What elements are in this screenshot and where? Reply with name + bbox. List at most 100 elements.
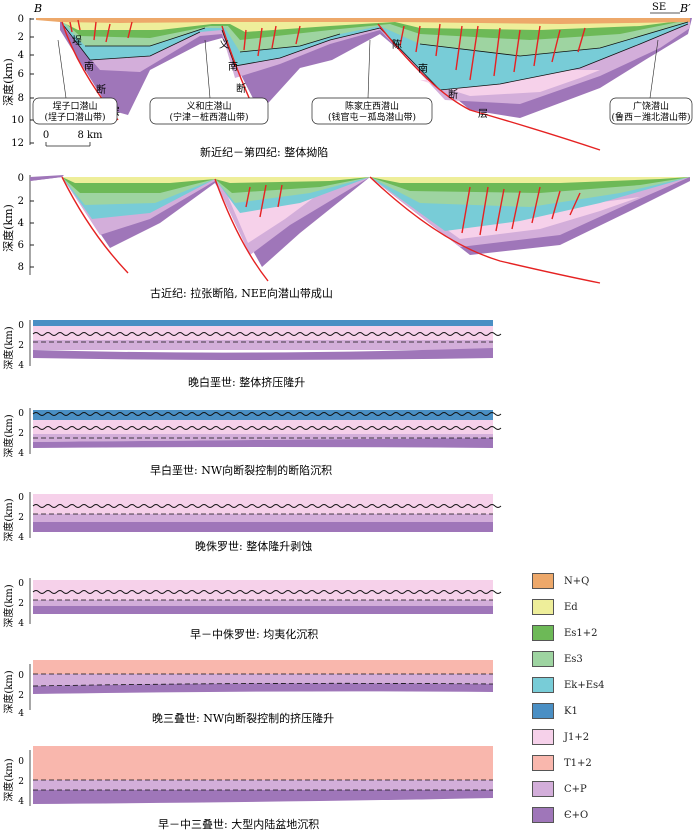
svg-text:义和庄潜山: 义和庄潜山 <box>186 100 231 112</box>
tick-label: 10 <box>11 115 24 126</box>
tick-label: 12 <box>11 138 24 149</box>
fault-label-char: 义 <box>219 39 229 51</box>
layer-neogene-quaternary <box>36 18 690 24</box>
legend-swatch <box>532 677 554 693</box>
svg-text:(鲁西－潍北潜山带): (鲁西－潍北潜山带) <box>611 111 690 123</box>
legend-swatch <box>532 703 554 719</box>
legend-item: K1 <box>532 700 578 722</box>
section-late-cretaceous: 深度(km) 0 2 4 晚白垩世: 整体挤压隆升 <box>2 320 502 389</box>
tick-label: 4 <box>18 449 24 459</box>
unconformity <box>32 332 502 336</box>
legend-item: Es3 <box>532 648 583 670</box>
depth-axis: 深度(km) 0 2 4 <box>2 408 31 459</box>
buried-hill-label-1: 埕子口潜山 (埕子口潜山带) <box>32 39 118 125</box>
tick-label: 2 <box>18 341 24 351</box>
tick-label: 4 <box>18 218 24 229</box>
layer-co <box>33 683 493 694</box>
tick-label: 2 <box>18 599 24 609</box>
unconformity <box>32 590 502 594</box>
depth-axis-title: 深度(km) <box>2 414 15 457</box>
layer-co <box>33 438 493 448</box>
depth-axis-title: 深度(km) <box>2 498 15 541</box>
fault-lines <box>61 176 601 284</box>
panel-caption: 晚白垩世: 整体挤压隆升 <box>188 375 305 389</box>
panel-caption: 早－中三叠世: 大型内陆盆地沉积 <box>158 817 319 831</box>
legend-label: Є+O <box>564 809 589 821</box>
buried-hill-label-3: 陈家庄西潜山 (钱官屯－孤岛潜山带) <box>311 39 433 125</box>
depth-axis: 深度(km) 0 2 4 <box>2 320 31 371</box>
section-late-jurassic: 深度(km) 0 2 4 晚侏罗世: 整体隆升剥蚀 <box>2 492 502 553</box>
panel-caption: 晚侏罗世: 整体隆升剥蚀 <box>195 539 312 553</box>
legend-item: N+Q <box>532 570 589 592</box>
unconformity <box>32 504 502 508</box>
chen-nan-fault <box>377 23 601 151</box>
cross-section-neogene-quaternary: 深度(km) 0 2 4 6 8 10 12 B B′ SE <box>1 2 693 159</box>
layer-cp <box>33 600 493 606</box>
fault-label-char: 陈 <box>392 38 402 51</box>
fault-label-char: 南 <box>228 60 238 73</box>
layer-co <box>33 348 493 360</box>
panel-caption: 早白垩世: NW向断裂控制的断陷沉积 <box>150 463 332 477</box>
svg-text:0: 0 <box>43 130 49 141</box>
direction-label: SE <box>652 2 666 13</box>
legend-label: Ed <box>564 601 578 613</box>
legend-item: C+P <box>532 778 587 800</box>
panel-caption: 早－中侏罗世: 均夷化沉积 <box>190 627 318 641</box>
tick-label: 4 <box>18 797 24 807</box>
tick-label: 0 <box>18 579 24 589</box>
depth-axis-title: 深度(km) <box>2 670 15 713</box>
tick-label: 0 <box>18 321 24 331</box>
buried-hill-label-4: 广饶潜山 (鲁西－潍北潜山带) <box>609 39 693 125</box>
fault-label-char: 南 <box>84 60 94 73</box>
depth-axis: 深度(km) 0 2 4 <box>2 664 31 719</box>
tick-label: 0 <box>18 14 24 25</box>
legend-label: Es3 <box>564 653 583 665</box>
legend-swatch <box>532 729 554 745</box>
layer-t12 <box>33 746 493 780</box>
section-late-triassic: 深度(km) 0 2 4 晚三叠世: NW向断裂控制的挤压隆升 <box>2 660 494 725</box>
depth-axis: 深度(km) 0 2 4 6 8 10 12 <box>1 14 34 149</box>
tick-label: 4 <box>18 50 24 61</box>
layer-co <box>33 790 493 804</box>
tick-label: 0 <box>18 173 24 184</box>
legend-item: J1+2 <box>532 726 589 748</box>
tick-label: 0 <box>18 757 24 767</box>
fault-label-char: 层 <box>478 108 488 120</box>
unconformity <box>32 412 502 416</box>
tick-label: 4 <box>18 533 24 543</box>
layer-cp <box>33 434 493 442</box>
layer-cp <box>33 340 493 350</box>
legend-swatch <box>532 573 554 589</box>
section-early-middle-triassic: 深度(km) 0 2 4 早－中三叠世: 大型内陆盆地沉积 <box>2 746 493 831</box>
fault-label-char: 埕 <box>72 35 82 47</box>
tick-label: 2 <box>18 196 24 207</box>
depth-axis-title: 深度(km) <box>2 326 15 369</box>
panel-caption: 晚三叠世: NW向断裂控制的挤压隆升 <box>152 711 334 725</box>
legend-label: K1 <box>564 705 578 717</box>
layer-t12 <box>33 660 493 674</box>
tick-label: 0 <box>18 671 24 681</box>
section-early-cretaceous: 深度(km) 0 2 4 早白垩世: NW向断裂控制的断陷沉积 <box>2 408 502 477</box>
legend-swatch <box>532 781 554 797</box>
legend-label: Ek+Es4 <box>564 679 605 691</box>
legend-item: Є+O <box>532 804 588 826</box>
layer-co <box>33 606 493 614</box>
tick-label: 4 <box>18 619 24 629</box>
section-end-label: B <box>33 2 42 15</box>
layer-ed <box>62 177 690 183</box>
legend-item: Ek+Es4 <box>532 674 605 696</box>
layer-j12 <box>33 494 493 514</box>
svg-text:(钱官屯－孤岛潜山带): (钱官屯－孤岛潜山带) <box>328 111 416 123</box>
svg-text:陈家庄西潜山: 陈家庄西潜山 <box>345 100 399 112</box>
depth-axis-title: 深度(km) <box>2 584 15 627</box>
tick-label: 0 <box>18 493 24 503</box>
svg-text:8 km: 8 km <box>77 130 103 141</box>
tick-label: 2 <box>18 429 24 439</box>
legend-swatch <box>532 599 554 615</box>
depth-axis-title: 深度(km) <box>1 204 15 252</box>
tick-label: 6 <box>18 240 24 251</box>
layer-k1 <box>33 320 493 326</box>
legend-label: C+P <box>564 783 587 795</box>
layer-co <box>33 522 493 532</box>
cross-section-paleogene: 深度(km) 0 2 4 6 8 古近纪: 拉张断陷, NEE向潜山带成山 <box>1 173 690 300</box>
